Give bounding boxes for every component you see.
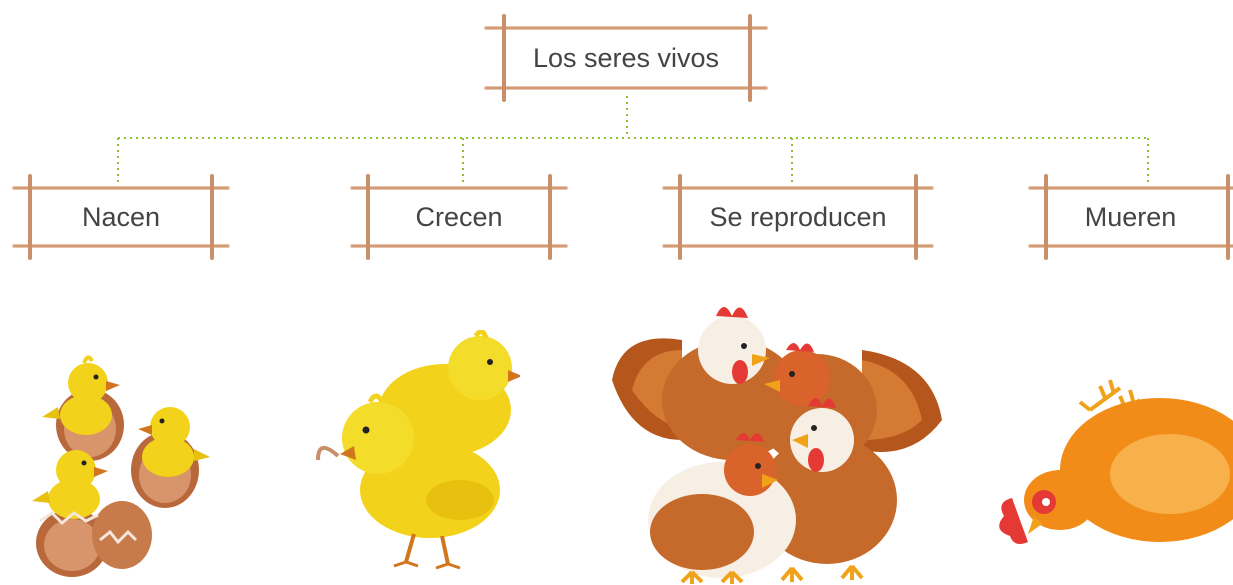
bamboo-frame: [484, 14, 768, 102]
stage-label-mueren: Mueren: [1084, 201, 1177, 232]
bamboo-frame: [12, 174, 230, 260]
root-label: Los seres vivos: [532, 42, 720, 73]
stage-box-reproducen: Se reproducen: [662, 174, 934, 260]
chicks-hatching-illustration: [32, 355, 210, 577]
stage-box-crecen: Crecen: [350, 174, 568, 260]
stage-label-crecen: Crecen: [415, 201, 503, 232]
stage-label-nacen: Nacen: [81, 201, 161, 232]
dead-hen-illustration: [999, 379, 1233, 544]
stage-box-nacen: Nacen: [12, 174, 230, 260]
bamboo-frame: [1028, 174, 1233, 260]
bamboo-frame: [350, 174, 568, 260]
bamboo-frame: [662, 174, 934, 260]
stage-label-reproducen: Se reproducen: [709, 201, 887, 232]
two-chicks-illustration: [316, 330, 520, 570]
stage-box-mueren: Mueren: [1028, 174, 1233, 260]
root-box: Los seres vivos: [484, 14, 768, 102]
hens-group-illustration: [612, 307, 942, 584]
